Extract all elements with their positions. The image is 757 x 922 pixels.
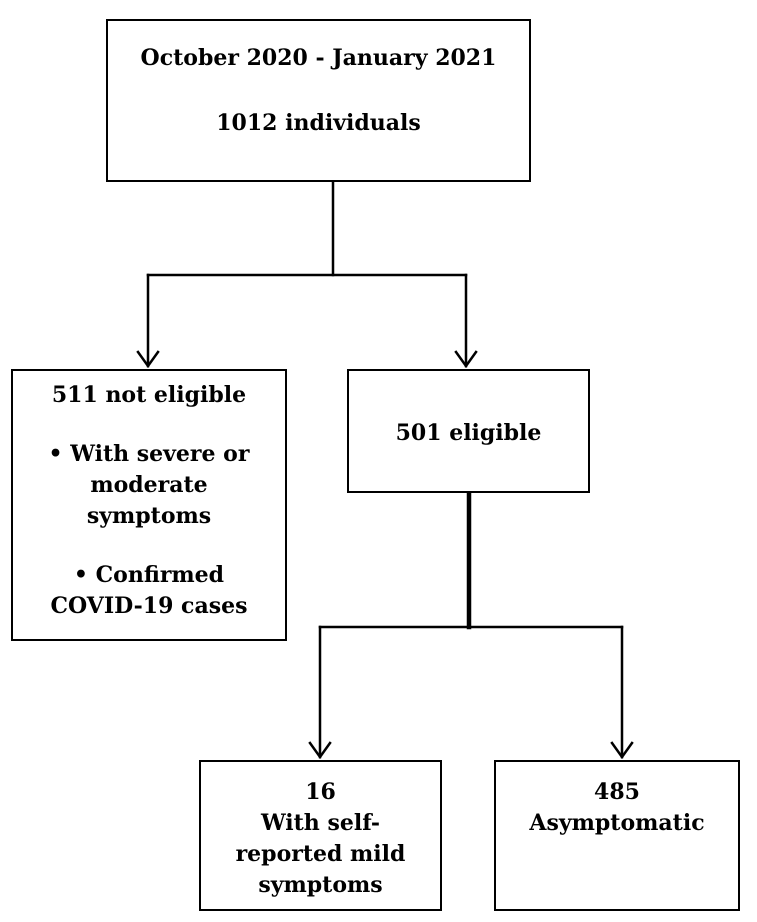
asymptomatic-label: Asymptomatic (529, 810, 705, 836)
eligible-box: 501 eligible (347, 369, 590, 493)
not-eligible-title: 511 not eligible (51, 382, 247, 408)
criterion-confirmed-line2: COVID-19 cases (50, 593, 248, 619)
eligible-title: 501 eligible (395, 420, 542, 446)
total-individuals-text: 1012 individuals (216, 110, 421, 136)
mild-label-line2: reported mild (235, 841, 406, 867)
mild-count: 16 (305, 779, 336, 805)
study-period-text: October 2020 - January 2021 (140, 45, 497, 71)
mild-symptoms-box: 16 With self- reported mild symptoms (199, 760, 442, 911)
study-population-box: October 2020 - January 2021 1012 individ… (106, 19, 531, 182)
arrowhead-not-eligible (136, 350, 160, 369)
mild-label-line3: symptoms (258, 872, 383, 898)
criterion-severe-line2: moderate (90, 472, 208, 498)
criterion-severe-line1: • With severe or (48, 441, 250, 467)
criterion-severe-line3: symptoms (86, 503, 212, 529)
asymptomatic-count: 485 (594, 779, 640, 805)
criterion-confirmed-line1: • Confirmed (73, 562, 225, 588)
asymptomatic-box: 485 Asymptomatic (494, 760, 740, 911)
mild-label-line1: With self- (260, 810, 381, 836)
arrowhead-eligible (454, 350, 478, 369)
arrowhead-asymptomatic (610, 741, 634, 760)
arrowhead-mild (308, 741, 332, 760)
not-eligible-box: 511 not eligible • With severe or modera… (11, 369, 287, 641)
